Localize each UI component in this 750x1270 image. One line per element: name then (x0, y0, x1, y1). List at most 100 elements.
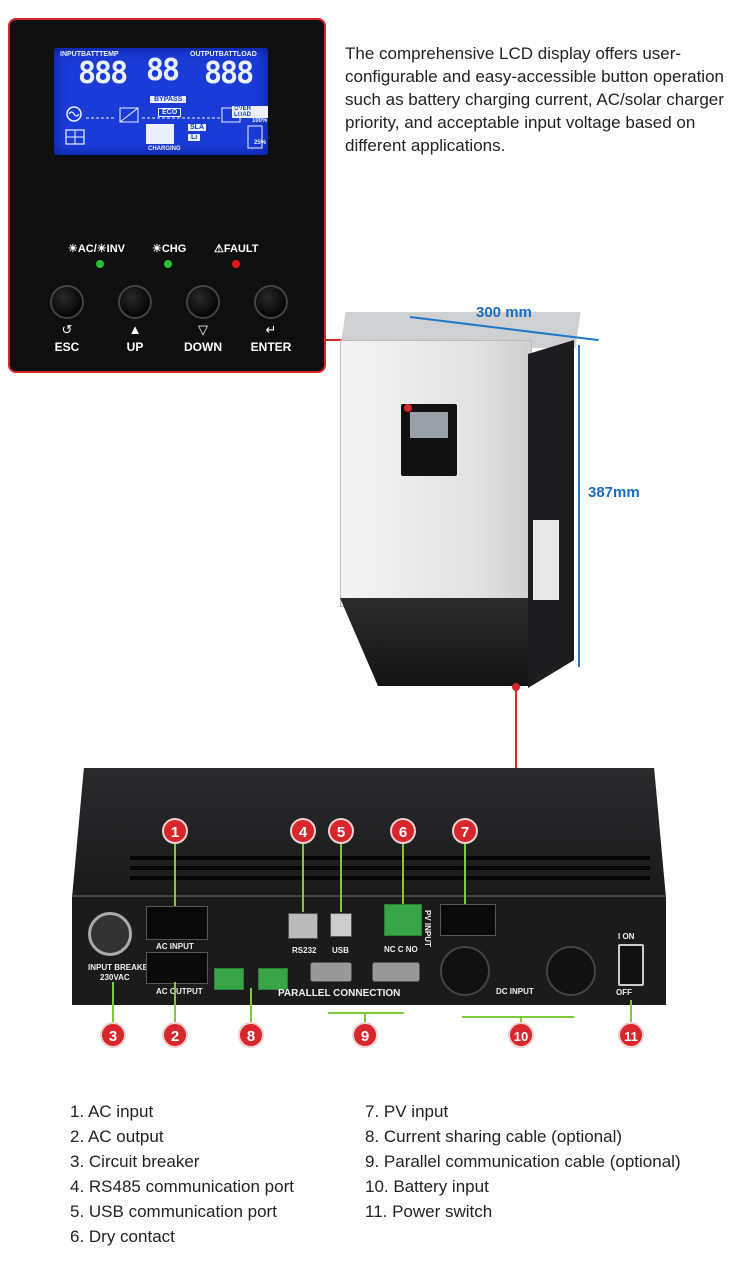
current-sharing-port[interactable] (258, 968, 288, 990)
lcd-right-digits: 888 (204, 56, 254, 91)
callout-3: 3 (100, 1022, 126, 1048)
current-sharing-port[interactable] (214, 968, 244, 990)
callout-line (340, 842, 342, 912)
callout-4: 4 (290, 818, 316, 844)
lcd-center-digits: 88 (146, 53, 180, 88)
marker-dot (512, 683, 520, 691)
callout-7: 7 (452, 818, 478, 844)
down-label: DOWN (184, 340, 222, 354)
lcd-pct100: 100% (252, 118, 268, 124)
indicator-ac-inv-label: ☀AC/☀INV (68, 243, 126, 255)
callout-9: 9 (352, 1022, 378, 1048)
rs232-label: RS232 (292, 946, 317, 955)
circuit-breaker-knob[interactable] (88, 912, 132, 956)
indicator-chg-label: ☀CHG (152, 243, 187, 255)
inverter-bottom (340, 598, 530, 686)
power-switch[interactable] (618, 944, 644, 986)
enter-button[interactable] (254, 285, 288, 319)
up-icon: ▲ (128, 322, 142, 337)
lcd-overload: OVER LOAD (232, 106, 268, 118)
indicator-fault-led (232, 260, 240, 268)
pv-input-label: PV INPUT (423, 910, 432, 947)
lcd-bypass: BYPASS (150, 96, 187, 103)
callout-2: 2 (162, 1022, 188, 1048)
lcd-top-left-label: INPUTBATTTEMP (60, 51, 119, 58)
legend-item: 9. Parallel communication cable (optiona… (365, 1152, 681, 1171)
enter-icon: ↵ (265, 322, 277, 337)
indicator-fault-label: ⚠FAULT (214, 243, 259, 255)
legend-item: 5. USB communication port (70, 1202, 277, 1221)
callout-line (112, 982, 114, 1022)
callout-line (250, 988, 252, 1022)
legend-item: 1. AC input (70, 1102, 154, 1121)
callout-line (174, 842, 176, 906)
dc-input-port[interactable] (440, 946, 490, 996)
lcd-eco: ECO (158, 108, 182, 117)
callout-11: 11 (618, 1022, 644, 1048)
ac-input-port[interactable] (146, 906, 208, 940)
dc-input-label: DC INPUT (496, 987, 534, 996)
legend-item: 4. RS485 communication port (70, 1177, 294, 1196)
parallel-port[interactable] (372, 962, 420, 982)
legend-item: 2. AC output (70, 1127, 164, 1146)
parallel-port[interactable] (310, 962, 352, 982)
callout-line (464, 842, 466, 904)
lcd-sla: SLA (188, 124, 206, 131)
callout-10: 10 (508, 1022, 534, 1048)
vent-slot (130, 876, 650, 880)
breaker-label: INPUT BREAKER (88, 963, 154, 972)
down-button[interactable] (186, 285, 220, 319)
enter-label: ENTER (250, 340, 292, 354)
up-label: UP (126, 340, 144, 354)
legend-item: 3. Circuit breaker (70, 1152, 200, 1171)
legend-item: 10. Battery input (365, 1177, 489, 1196)
indicator-ac-inv-led (96, 260, 104, 268)
callout-6: 6 (390, 818, 416, 844)
callout-line (520, 1016, 522, 1022)
legend-item: 11. Power switch (365, 1202, 493, 1221)
ac-input-label: AC INPUT (156, 942, 194, 951)
callout-1: 1 (162, 818, 188, 844)
lcd-flow-diagram-icon (65, 106, 263, 149)
dc-input-port[interactable] (546, 946, 596, 996)
lcd-left-digits: 888 (78, 56, 128, 91)
callout-line (328, 1012, 404, 1014)
legend-item: 6. Dry contact (70, 1227, 175, 1246)
pv-input-port[interactable] (440, 904, 496, 936)
esc-label: ESC (54, 340, 80, 354)
callout-line (302, 842, 304, 912)
callout-line (630, 1000, 632, 1022)
dry-contact-port[interactable] (384, 904, 422, 936)
width-dimension: 300 mm (476, 304, 532, 321)
rs232-port[interactable] (288, 913, 318, 939)
lcd-top-right-label: OUTPUTBATTLOAD (190, 51, 257, 58)
callout-line (462, 1016, 574, 1018)
callout-line (402, 842, 404, 904)
product-label-sticker (533, 520, 559, 600)
lcd-li: Li (188, 134, 201, 141)
usb-label: USB (332, 946, 349, 955)
inverter-side (528, 340, 574, 688)
up-button[interactable] (118, 285, 152, 319)
height-dimension-line (578, 345, 580, 667)
lcd-description: The comprehensive LCD display offers use… (345, 44, 724, 155)
callout-line (174, 982, 176, 1022)
switch-off-label: OFF (616, 988, 632, 997)
callout-8: 8 (238, 1022, 264, 1048)
vent-slot (130, 856, 650, 860)
esc-button[interactable] (50, 285, 84, 319)
usb-port[interactable] (330, 913, 352, 937)
lcd-pct25: 25% (254, 140, 267, 146)
switch-on-label: I ON (618, 932, 635, 941)
indicator-chg-led (164, 260, 172, 268)
vent-slot (130, 866, 650, 870)
callout-5: 5 (328, 818, 354, 844)
down-icon: ▽ (198, 322, 208, 337)
ac-output-port[interactable] (146, 952, 208, 984)
esc-icon: ↺ (61, 322, 73, 337)
parallel-label: PARALLEL CONNECTION (278, 988, 401, 999)
legend-item: 8. Current sharing cable (optional) (365, 1127, 623, 1146)
connector-line (515, 690, 517, 768)
height-dimension: 387mm (588, 484, 640, 501)
legend-item: 7. PV input (365, 1102, 449, 1121)
